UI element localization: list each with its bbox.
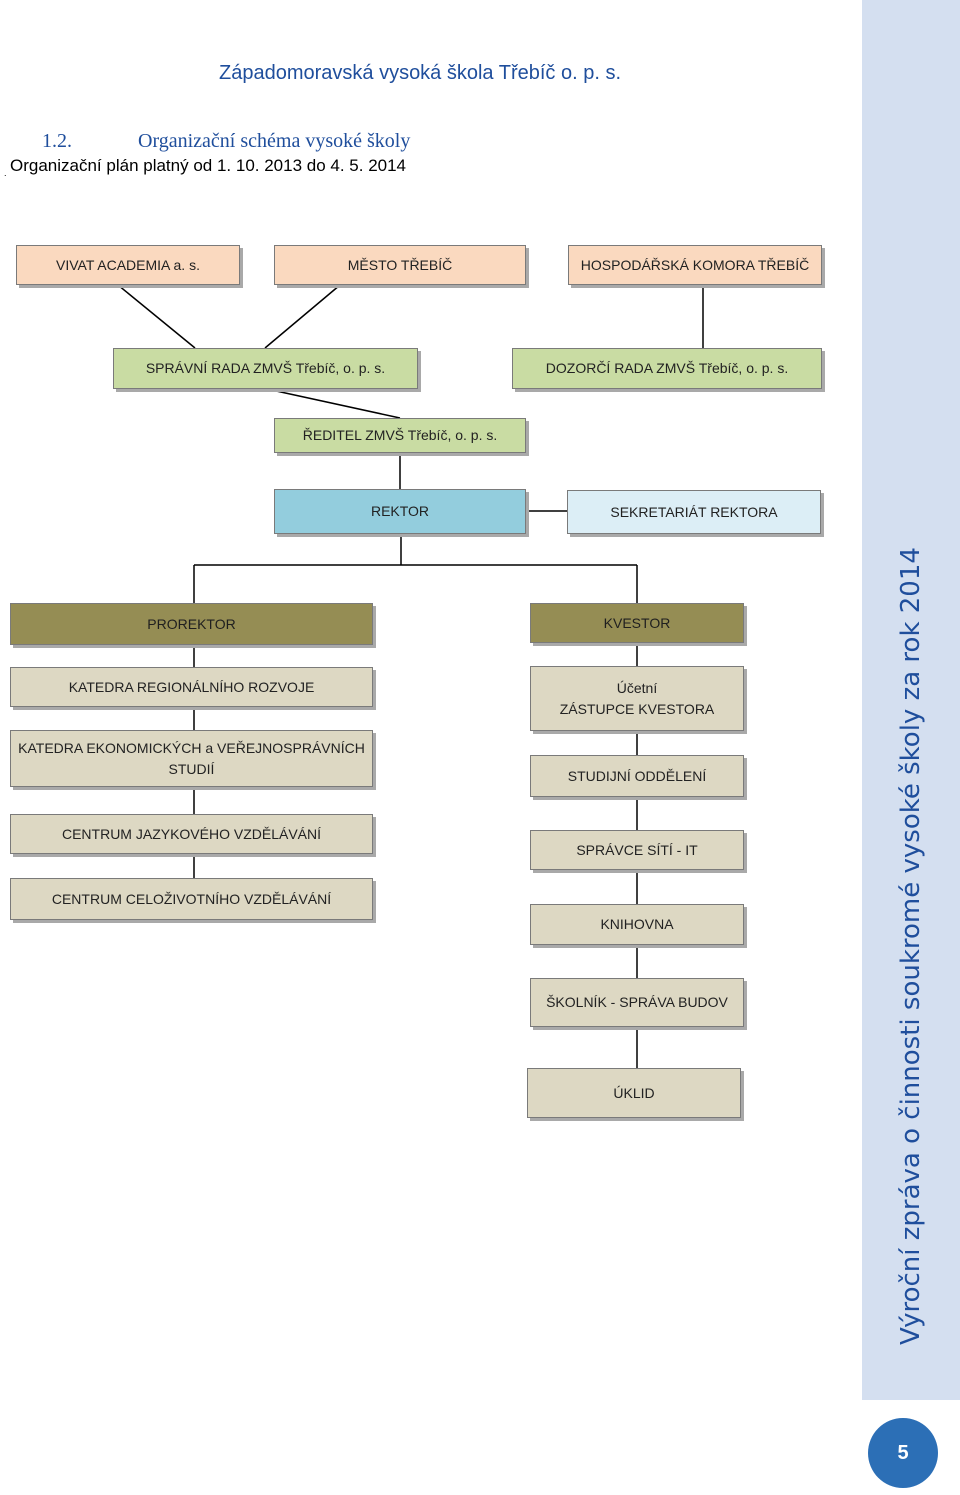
unit-katedra-regionalniho-rozvoje: KATEDRA REGIONÁLNÍHO ROZVOJE — [10, 667, 373, 707]
unit-ucetni-zastupce: Účetní ZÁSTUPCE KVESTORA — [530, 666, 744, 731]
unit-skolnik: ŠKOLNÍK - SPRÁVA BUDOV — [530, 978, 744, 1027]
unit-spravce-siti: SPRÁVCE SÍTÍ - IT — [530, 830, 744, 870]
board-spravni-rada: SPRÁVNÍ RADA ZMVŠ Třebíč, o. p. s. — [113, 348, 418, 389]
rector-secretariat: SEKRETARIÁT REKTORA — [567, 490, 821, 534]
unit-katedra-ekonomickych-studii: KATEDRA EKONOMICKÝCH a VEŘEJNOSPRÁVNÍCH … — [10, 730, 373, 787]
section-number: 1.2. — [42, 130, 72, 152]
founder-hospodarska-komora: HOSPODÁŘSKÁ KOMORA TŘEBÍČ — [568, 245, 822, 285]
unit-centrum-jazykoveho: CENTRUM JAZYKOVÉHO VZDĚLÁVÁNÍ — [10, 814, 373, 854]
connector-mesto-spravni — [264, 284, 341, 349]
sidebar-band — [862, 0, 960, 1400]
unit-centrum-celozivotniho: CENTRUM CELOŽIVOTNÍHO VZDĚLÁVÁNÍ — [10, 878, 373, 920]
board-dozorci-rada: DOZORČÍ RADA ZMVŠ Třebíč, o. p. s. — [512, 348, 822, 389]
section-title: Organizační schéma vysoké školy — [138, 130, 411, 152]
validity-subtitle: Organizační plán platný od 1. 10. 2013 d… — [10, 156, 407, 175]
founder-vivat-academia: VIVAT ACADEMIA a. s. — [16, 245, 240, 285]
unit-uklid: ÚKLID — [527, 1068, 741, 1118]
kvestor-box: KVESTOR — [530, 603, 744, 643]
connector-vivat-spravni — [117, 284, 196, 349]
stray-dot: . — [4, 168, 7, 178]
page-number-badge: 5 — [868, 1418, 938, 1488]
connector-spravni-reditel — [266, 388, 401, 419]
founder-mesto-trebic: MĚSTO TŘEBÍČ — [274, 245, 526, 285]
director-reditel: ŘEDITEL ZMVŠ Třebíč, o. p. s. — [274, 418, 526, 453]
prorektor-box: PROREKTOR — [10, 603, 373, 645]
rector-box: REKTOR — [274, 489, 526, 534]
institution-title: Západomoravská vysoká škola Třebíč o. p.… — [218, 62, 622, 84]
unit-studijni-oddeleni: STUDIJNÍ ODDĚLENÍ — [530, 755, 744, 797]
unit-knihovna: KNIHOVNA — [530, 904, 744, 945]
